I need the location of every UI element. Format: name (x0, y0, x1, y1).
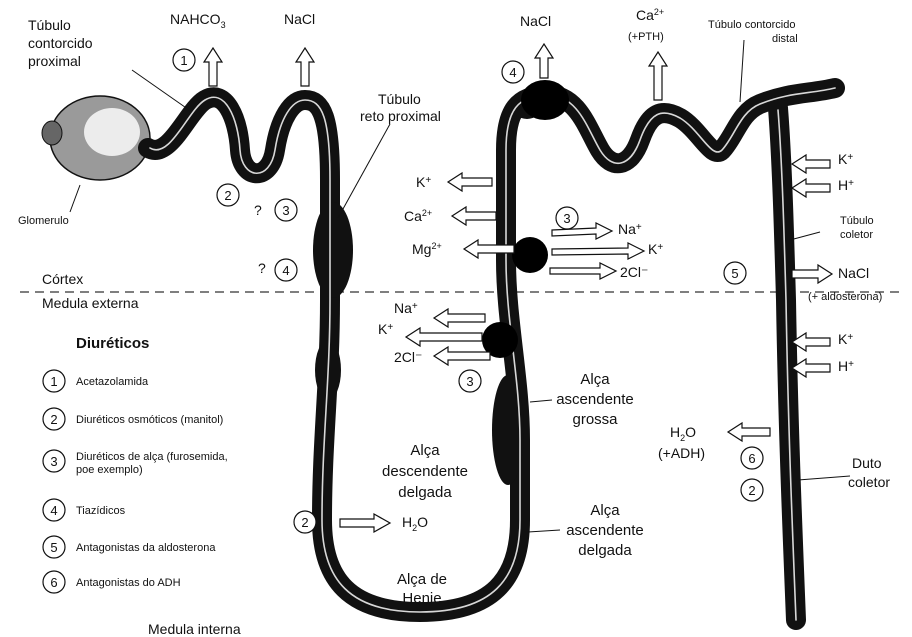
legend-text-4: Tiazídicos (76, 505, 126, 517)
label-q3: ? (254, 202, 262, 218)
arrow-h2o-loop (340, 514, 390, 532)
marker-2-loop: 2 (301, 515, 308, 530)
label-tubulo-reto-2: reto proximal (360, 108, 441, 124)
label-nacl-cd: NaCl (838, 265, 869, 281)
label-h2o-cd: H2O (670, 424, 696, 443)
marker-5: 5 (731, 266, 738, 281)
label-cl-upper: 2Cl⁻ (620, 264, 648, 280)
legend-num-3: 3 (50, 454, 57, 469)
label-medula-externa: Medula externa (42, 295, 139, 311)
arrow-ca (649, 52, 667, 100)
label-k-cd2: K+ (838, 331, 853, 347)
legend-num-5: 5 (50, 540, 57, 555)
arrow-na-lower (434, 309, 485, 327)
label-h2o-loop: H2O (402, 514, 428, 533)
label-henle-2: Henie (402, 590, 441, 607)
label-tubulo-proximal-2: contorcido (28, 35, 93, 51)
marker-4: 4 (282, 263, 289, 278)
legend-text-3b: poe exemplo) (76, 464, 143, 476)
legend-text-5: Antagonistas da aldosterona (76, 542, 216, 554)
marker-3-upper: 3 (563, 211, 570, 226)
label-tubulo-proximal-1: Túbulo (28, 17, 71, 33)
marker-3-lower: 3 (466, 374, 473, 389)
label-alca-desc-1: Alça (410, 442, 440, 459)
label-h-cd2: H+ (838, 358, 854, 374)
label-tubulo-reto-1: Túbulo (378, 91, 421, 107)
legend-num-6: 6 (50, 575, 57, 590)
label-duto-2: coletor (848, 474, 890, 490)
label-alca-asc-delg-3: delgada (578, 542, 632, 559)
label-nacl-top: NaCl (284, 11, 315, 27)
label-alca-grossa-1: Alça (580, 371, 610, 388)
arrow-h-cd2 (792, 359, 830, 377)
label-nahco3: NAHCO3 (170, 11, 226, 30)
legend-text-3a: Diuréticos de alça (furosemida, (76, 451, 228, 463)
label-tubulo-coletor-1: Túbulo (840, 215, 874, 227)
label-tubulo-distal-1: Túbulo contorcido (708, 19, 795, 31)
marker-3: 3 (282, 203, 289, 218)
label-h-cd1: H+ (838, 177, 854, 193)
label-nacl-distal: NaCl (520, 13, 551, 29)
arrow-cl-lower (434, 347, 490, 365)
arrow-nacl-cd (792, 265, 832, 283)
label-na-lower: Na+ (394, 300, 418, 316)
label-henle-1: Alça de (397, 571, 447, 588)
legend-text-1: Acetazolamida (76, 376, 149, 388)
label-adh: (+ADH) (658, 445, 705, 461)
label-pth: (+PTH) (628, 31, 664, 43)
up-arrows (204, 44, 667, 100)
arrow-nahco3 (204, 48, 222, 86)
label-tubulo-proximal-3: proximal (28, 53, 81, 69)
label-mg-tal: Mg2+ (412, 241, 442, 257)
label-glomerulo: Glomerulo (18, 215, 69, 227)
arrow-ca-tal (452, 207, 496, 225)
arrow-k-tal (448, 173, 492, 191)
label-ca: Ca2+ (636, 7, 664, 23)
label-duto-1: Duto (852, 455, 882, 471)
arrow-k-cd2 (792, 333, 830, 351)
legend: Diuréticos 1 Acetazolamida 2 Diuréticos … (43, 335, 228, 593)
arrow-k-cd1 (792, 155, 830, 173)
label-k-upper: K+ (648, 241, 663, 257)
legend-title: Diuréticos (76, 335, 149, 352)
arrow-k-upper (552, 243, 644, 259)
label-medula-interna: Medula interna (148, 621, 241, 637)
marker-4-distal: 4 (509, 65, 516, 80)
label-cortex: Córtex (42, 271, 83, 287)
label-alca-asc-delg-1: Alça (590, 502, 620, 519)
glomerulus (42, 96, 150, 180)
legend-num-4: 4 (50, 503, 57, 518)
label-cl-lower: 2Cl⁻ (394, 349, 422, 365)
marker-6: 6 (748, 451, 755, 466)
arrow-h-cd1 (792, 179, 830, 197)
label-alca-grossa-2: ascendente (556, 391, 634, 408)
marker-2-duct: 2 (748, 483, 755, 498)
label-k-lower: K+ (378, 321, 393, 337)
label-tubulo-coletor-2: coletor (840, 229, 873, 241)
marker-1: 1 (180, 53, 187, 68)
arrow-h2o-cd (728, 423, 770, 441)
legend-num-2: 2 (50, 412, 57, 427)
label-alca-desc-2: descendente (382, 463, 468, 480)
label-k-cd1: K+ (838, 151, 853, 167)
label-alca-grossa-3: grossa (572, 411, 618, 428)
label-q4: ? (258, 260, 266, 276)
label-alca-asc-delg-2: ascendente (566, 522, 644, 539)
legend-num-1: 1 (50, 374, 57, 389)
label-aldosterona: (+ aldosterona) (808, 291, 882, 303)
label-alca-desc-3: delgada (398, 484, 452, 501)
label-ca-tal: Ca2+ (404, 208, 432, 224)
label-k-tal: K+ (416, 174, 431, 190)
arrow-k-lower (406, 328, 482, 346)
legend-text-6: Antagonistas do ADH (76, 577, 181, 589)
label-na-upper: Na+ (618, 221, 642, 237)
legend-text-2: Diuréticos osmóticos (manitol) (76, 414, 223, 426)
arrow-nacl-distal (535, 44, 553, 78)
marker-2: 2 (224, 188, 231, 203)
arrow-cl-upper (550, 263, 616, 279)
arrow-nacl-prox (296, 48, 314, 86)
label-tubulo-distal-2: distal (772, 33, 798, 45)
